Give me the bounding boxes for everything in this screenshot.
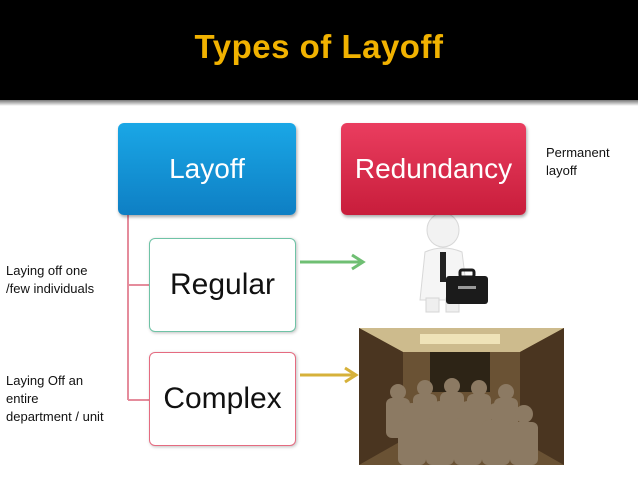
complex-layoff-note: Laying Off an entire department / unit bbox=[6, 373, 104, 424]
permanent-layoff-note: Permanent layoff bbox=[546, 145, 610, 178]
regular-layoff-note: Laying off one /few individuals bbox=[6, 263, 95, 296]
regular-arrow-head bbox=[351, 253, 366, 271]
businessman-figure bbox=[419, 212, 488, 313]
complex-box: Complex bbox=[149, 352, 296, 446]
slide-title: Types of Layoff bbox=[194, 28, 444, 65]
office-workers-photo bbox=[359, 328, 564, 465]
regular-box: Regular bbox=[149, 238, 296, 332]
layoff-box: Layoff bbox=[118, 123, 296, 215]
complex-arrow-head bbox=[344, 366, 359, 384]
redundancy-box: Redundancy bbox=[341, 123, 526, 215]
title-bar bbox=[0, 0, 638, 106]
